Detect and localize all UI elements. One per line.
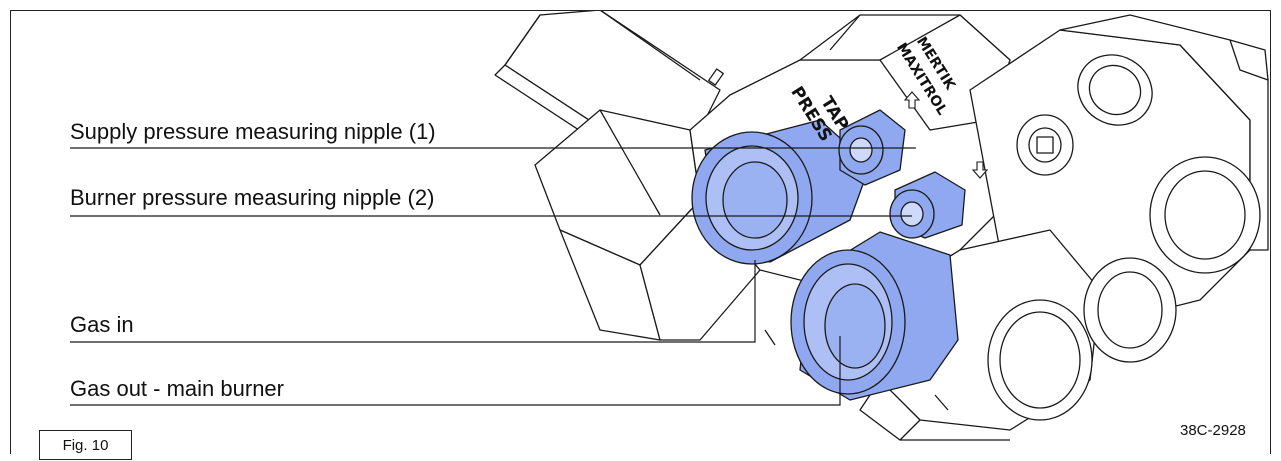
callout-gas-out: Gas out - main burner [70,376,284,401]
valve-housing-left [534,109,761,341]
drawing-code: 38C-2928 [1180,422,1246,439]
burner-pressure-nipple [889,171,966,239]
figure-label: Fig. 10 [39,430,132,460]
arrow-up-icon [903,91,921,109]
callout-gas-in: Gas in [70,312,134,337]
arrow-down-icon [971,161,989,179]
callout-supply-nipple: Supply pressure measuring nipple (1) [70,119,436,144]
leader-gas-in [70,260,756,343]
leader-gas-out [70,336,841,406]
callout-burner-nipple: Burner pressure measuring nipple (2) [70,185,435,210]
gas-in-fitting [691,119,871,265]
